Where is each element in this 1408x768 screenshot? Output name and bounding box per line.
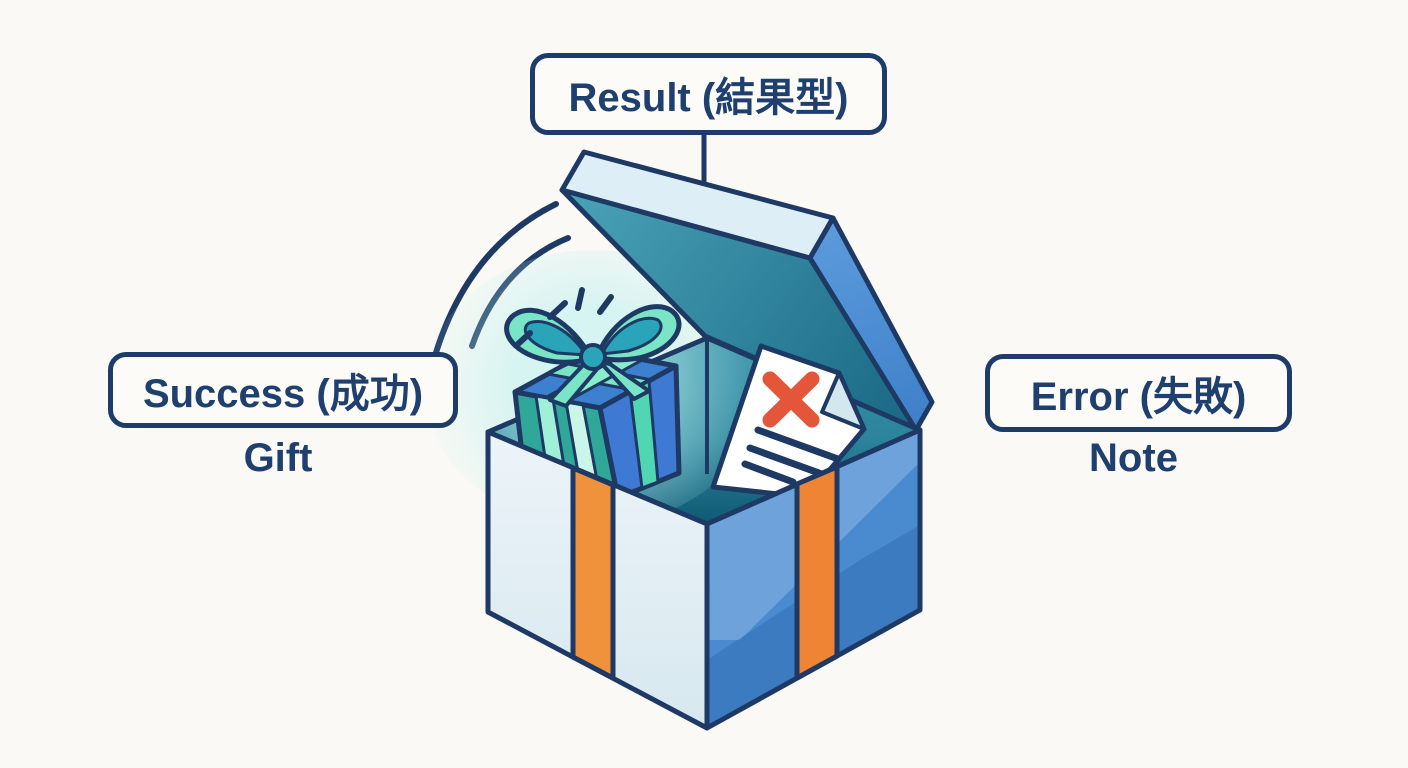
error-label: Error (失敗) [985,354,1292,432]
orange-ribbon-right [794,464,840,681]
note-caption-text: Note [1089,436,1178,480]
success-label-text: Success (成功) [142,372,424,416]
gift-caption: Gift [108,436,448,481]
success-label: Success (成功) [108,352,458,428]
box-body [485,427,923,731]
note-text-lines [741,426,842,486]
result-label: Result (結果型) [530,53,887,135]
error-note-icon [710,343,867,500]
folded-corner [820,371,866,431]
x-mark-icon [762,371,820,428]
ribbon-bow-icon [504,304,682,408]
note-caption: Note [985,436,1282,481]
sparkle-icon [515,287,614,347]
gift-icon [504,304,682,501]
gift-caption-text: Gift [243,436,313,480]
orange-ribbon-left [570,465,616,681]
error-label-text: Error (失敗) [1030,375,1247,419]
result-label-text: Result (結果型) [568,76,849,120]
